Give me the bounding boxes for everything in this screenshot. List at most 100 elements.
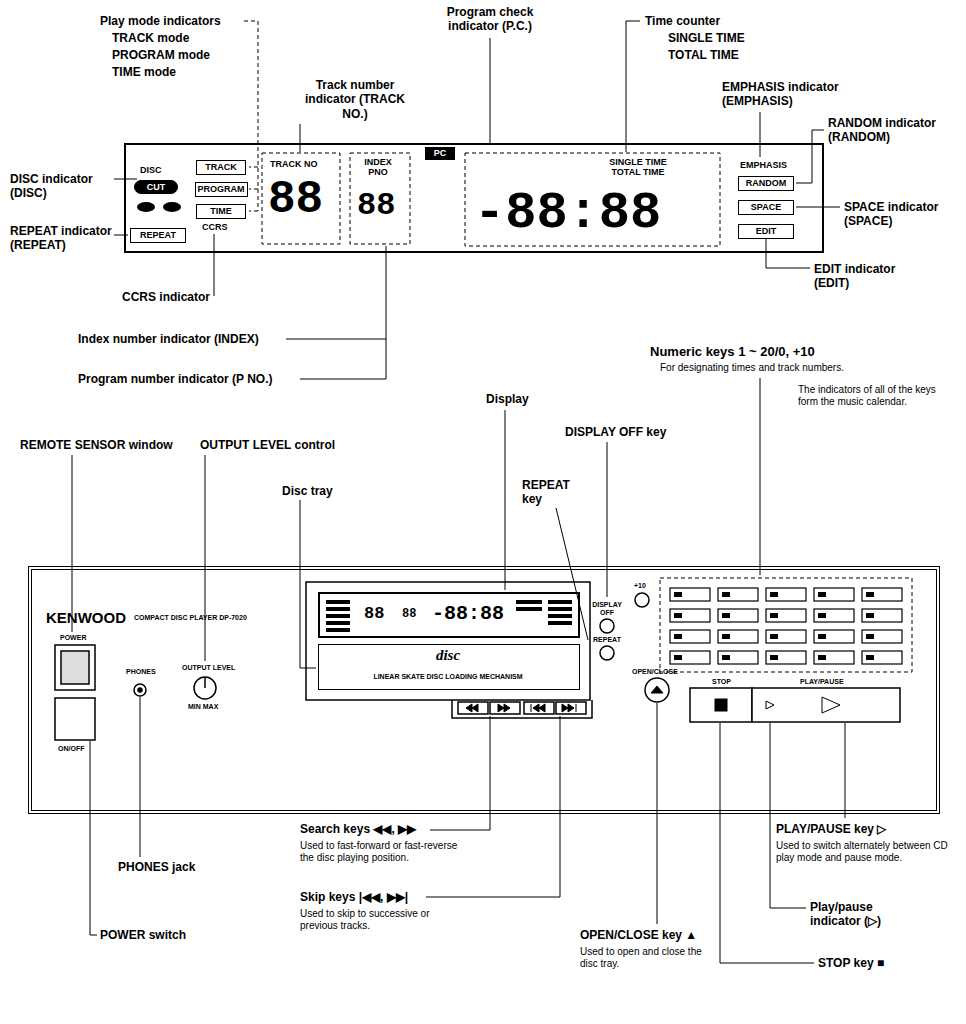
callout-label: OPEN/CLOSE key ▲: [580, 928, 697, 942]
display-text: DISC: [140, 165, 162, 175]
indicator-text: RANDOM: [746, 179, 787, 188]
callout-label: PHONES jack: [118, 860, 195, 874]
callout-label: CCRS indicator: [122, 290, 210, 304]
display-segment: [548, 614, 572, 618]
panel-text: DISPLAY OFF: [587, 601, 627, 617]
front-panel: KENWOODCOMPACT DISC PLAYER DP-7020POWERO…: [28, 566, 940, 814]
display-segment: [326, 600, 572, 632]
key-indicator: [674, 592, 874, 660]
key-indicator: [674, 634, 682, 639]
display-segment: [548, 621, 572, 625]
callout-label: REPEAT indicator (REPEAT): [10, 224, 122, 253]
panel-part: [524, 702, 554, 714]
key-symbol: [531, 704, 545, 712]
leader-line: [249, 211, 258, 212]
panel-part: [452, 700, 592, 718]
key-indicator: [722, 592, 730, 597]
numeric-key: [670, 588, 902, 664]
leader-line: [760, 112, 761, 157]
leader-line: [249, 167, 258, 168]
description-text: Used to open and close the disc tray.: [580, 946, 720, 970]
key-indicator: [722, 634, 730, 639]
callout-label: DISC indicator (DISC): [10, 172, 120, 201]
leader-line: [140, 697, 141, 857]
dashed-group-box: [262, 153, 340, 244]
numeric-key: [862, 651, 902, 664]
key-symbol: [651, 686, 663, 693]
panel-part: [600, 619, 614, 633]
disc-number-segment: [137, 202, 155, 212]
key-indicator: [674, 592, 682, 597]
key-indicator: [674, 655, 682, 660]
leader-line: [796, 130, 824, 183]
tray-text: disc: [318, 647, 578, 664]
callout-label: Program check indicator (P.C.): [425, 5, 555, 34]
panel-part: [55, 698, 95, 740]
panel-text: COMPACT DISC PLAYER DP-7020: [134, 614, 247, 622]
panel-text: KENWOOD: [46, 609, 126, 626]
key-indicator: [818, 655, 826, 660]
leader-line: [770, 723, 806, 908]
numeric-key: [814, 630, 854, 643]
leader-line: [607, 442, 608, 597]
key-indicator: [818, 634, 826, 639]
callout-label: TIME mode: [112, 65, 176, 79]
leader-line: [214, 234, 215, 296]
callout-label: DISPLAY OFF key: [565, 425, 666, 439]
indicator-text: TIME: [210, 207, 232, 216]
leader-line: [72, 455, 73, 632]
leader-line: [490, 38, 491, 145]
leader-line: [626, 21, 640, 152]
callout-label: EDIT indicator (EDIT): [814, 262, 914, 291]
display-text: CCRS: [202, 222, 228, 232]
leader-line: [300, 339, 386, 379]
panel-part: [752, 688, 900, 722]
key-symbol: [766, 701, 774, 709]
mode-indicator: TRACK: [196, 160, 246, 175]
key-symbol: [715, 699, 727, 711]
callout-label: Track number indicator (TRACK NO.): [305, 78, 405, 121]
disc-tray: discLINEAR SKATE DISC LOADING MECHANISM: [318, 644, 580, 690]
display-window: DISCTRACK NO88INDEX PNO88SINGLE TIME TOT…: [124, 143, 824, 253]
panel-part: [55, 645, 95, 690]
panel-part: [55, 582, 900, 740]
callout-label: Display: [486, 392, 529, 406]
panel-part: [138, 688, 142, 692]
leader-line: [845, 723, 846, 818]
leader-line: [300, 500, 316, 668]
program-check-indicator: PC: [425, 147, 455, 160]
leader-line: [249, 189, 258, 190]
leader-line: [760, 378, 761, 575]
leader-line: [90, 741, 97, 935]
panel-part: [458, 702, 488, 714]
callout-label: PLAY/PAUSE key ▷: [776, 822, 886, 836]
display-text: 88: [357, 188, 395, 225]
leader-line: [72, 21, 845, 963]
dashed-group-box: [465, 153, 720, 246]
panel-part: [490, 702, 520, 714]
leader-line: [205, 455, 206, 661]
panel-text: ON/OFF: [58, 745, 84, 753]
indicator-text: EDIT: [756, 227, 777, 236]
cut-indicator: CUT: [134, 180, 178, 194]
numeric-key: [718, 651, 758, 664]
callout-label: PROGRAM mode: [112, 48, 210, 62]
key-symbol: [498, 704, 510, 712]
callout-label: REMOTE SENSOR window: [20, 438, 173, 452]
indicator-text: SPACE: [751, 203, 781, 212]
leader-line: [426, 716, 560, 897]
indicator-text: PC: [434, 149, 447, 158]
numeric-key: [670, 630, 710, 643]
indicator-text: REPEAT: [140, 231, 176, 240]
display-text: INDEX PNO: [356, 157, 400, 178]
numeric-key: [766, 588, 806, 601]
display-segment: [326, 621, 350, 625]
key-indicator: [770, 634, 778, 639]
key-indicator: [770, 592, 778, 597]
display-segment: [326, 628, 350, 632]
display-text: EMPHASIS: [740, 160, 787, 170]
leader-line: [796, 207, 840, 208]
callout-label: TOTAL TIME: [668, 48, 739, 62]
description-text: Used to fast-forward or fast-reverse the…: [300, 840, 470, 864]
panel-part: [556, 702, 586, 714]
